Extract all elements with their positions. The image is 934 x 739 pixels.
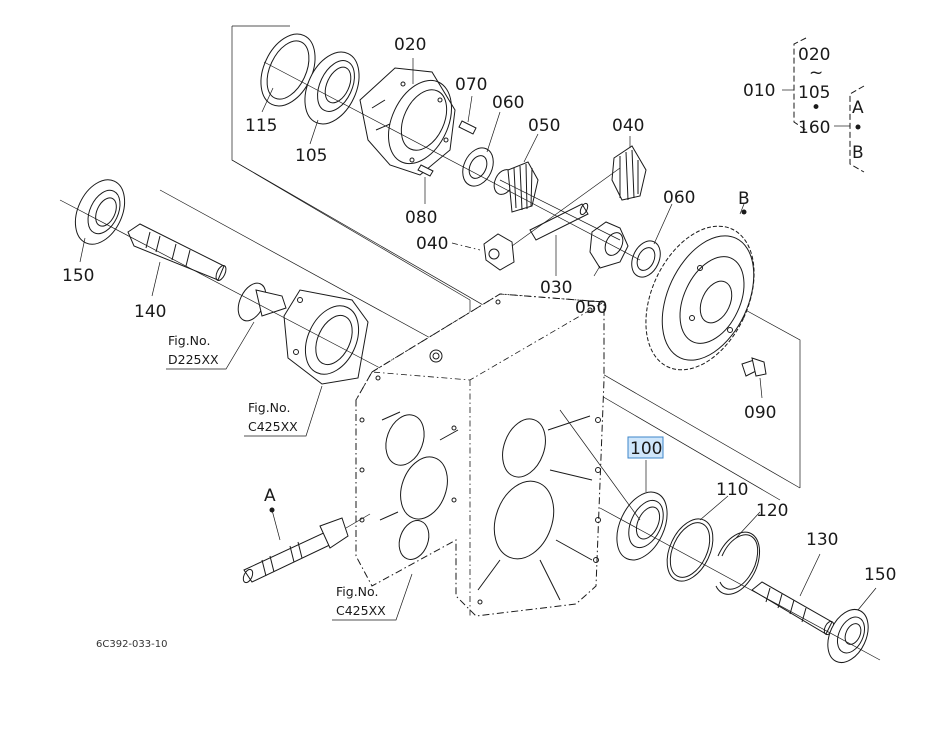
fig-ref-3-line1: Fig.No. (336, 584, 378, 599)
label-060-top[interactable]: 060 (492, 93, 524, 113)
part-050-side-gear-lower[interactable] (589, 221, 629, 277)
label-150-right[interactable]: 150 (864, 565, 896, 585)
legend-sub-b: B (852, 143, 864, 163)
label-ref-b: B (738, 189, 750, 209)
label-110[interactable]: 110 (716, 480, 748, 500)
fig-ref-2-line1: Fig.No. (248, 400, 290, 415)
fig-ref-d225[interactable]: Fig.No. D225XX (166, 321, 255, 370)
part-labels: 020 070 060 050 040 115 105 080 060 B 04… (62, 35, 896, 585)
fig-ref-1-line1: Fig.No. (168, 333, 210, 348)
ref-dot-b (741, 209, 747, 215)
legend-range-start: 020 (798, 45, 830, 65)
label-030[interactable]: 030 (540, 278, 572, 298)
fig-ref-1-line2[interactable]: D225XX (168, 352, 219, 367)
part-ring-gear-b[interactable] (624, 203, 775, 387)
label-060-right[interactable]: 060 (663, 188, 695, 208)
part-115-seal[interactable] (250, 25, 326, 114)
label-115[interactable]: 115 (245, 116, 277, 136)
drawing-code: 6C392-033-10 (96, 639, 167, 650)
legend-range-symbol: ~ (809, 63, 823, 83)
transmission-case[interactable] (355, 293, 606, 617)
part-120-snap-ring[interactable] (715, 511, 761, 595)
part-150-bearing-left[interactable] (66, 172, 135, 263)
fig-ref-3-line2[interactable]: C425XX (336, 603, 386, 618)
part-105-bearing[interactable] (294, 43, 370, 145)
fig-ref-2-line2[interactable]: C425XX (248, 419, 298, 434)
part-040-pinion-gear[interactable] (611, 136, 647, 201)
legend-extra: 160 (798, 118, 830, 138)
fig-ref-c425-lower[interactable]: Fig.No. C425XX (332, 573, 413, 621)
legend-assembly-number[interactable]: 010 (743, 81, 775, 101)
label-040-left[interactable]: 040 (416, 234, 448, 254)
legend-dot: • (811, 98, 821, 118)
label-040-top[interactable]: 040 (612, 116, 644, 136)
part-080-pin[interactable] (417, 164, 434, 204)
part-100-bearing[interactable] (607, 460, 677, 568)
part-050-side-gear[interactable] (490, 133, 539, 213)
part-060-thrust-washer[interactable] (457, 111, 501, 191)
label-020[interactable]: 020 (394, 35, 426, 55)
part-pinion-shaft-a[interactable] (241, 507, 371, 585)
part-140-shaft[interactable] (127, 223, 228, 297)
legend-range-end: 105 (798, 83, 830, 103)
part-040-pinion-gear-left[interactable] (451, 233, 515, 271)
label-ref-a: A (264, 486, 276, 506)
axis-lines (59, 61, 881, 661)
part-030-pinion-shaft[interactable] (529, 202, 589, 276)
part-110-snap-ring[interactable] (658, 495, 729, 588)
part-150-bearing-right[interactable] (820, 587, 877, 669)
label-050-bottom[interactable]: 050 (575, 298, 607, 318)
label-050-top[interactable]: 050 (528, 116, 560, 136)
label-100[interactable]: 100 (630, 439, 662, 459)
part-bearing-housing[interactable] (283, 289, 369, 385)
part-coupler[interactable] (233, 279, 287, 325)
legend-sub-a: A (852, 98, 864, 118)
part-020-differential-case[interactable] (359, 58, 464, 176)
legend-sub-dot (855, 124, 861, 130)
label-070[interactable]: 070 (455, 75, 487, 95)
label-090[interactable]: 090 (744, 403, 776, 423)
fig-ref-c425-upper[interactable]: Fig.No. C425XX (244, 385, 323, 437)
highlight-box-100 (627, 436, 664, 459)
ref-dot-a (269, 507, 275, 513)
part-130-shaft[interactable] (751, 553, 836, 636)
part-070-pin[interactable] (458, 95, 477, 135)
label-140[interactable]: 140 (134, 302, 166, 322)
part-090-bolt[interactable] (741, 357, 767, 399)
label-150-left[interactable]: 150 (62, 266, 94, 286)
label-105[interactable]: 105 (295, 146, 327, 166)
label-080[interactable]: 080 (405, 208, 437, 228)
legend: 010 020 ~ 105 • 160 A B (743, 37, 865, 173)
part-060-thrust-washer-right[interactable] (626, 203, 673, 282)
label-120[interactable]: 120 (756, 501, 788, 521)
label-130[interactable]: 130 (806, 530, 838, 550)
